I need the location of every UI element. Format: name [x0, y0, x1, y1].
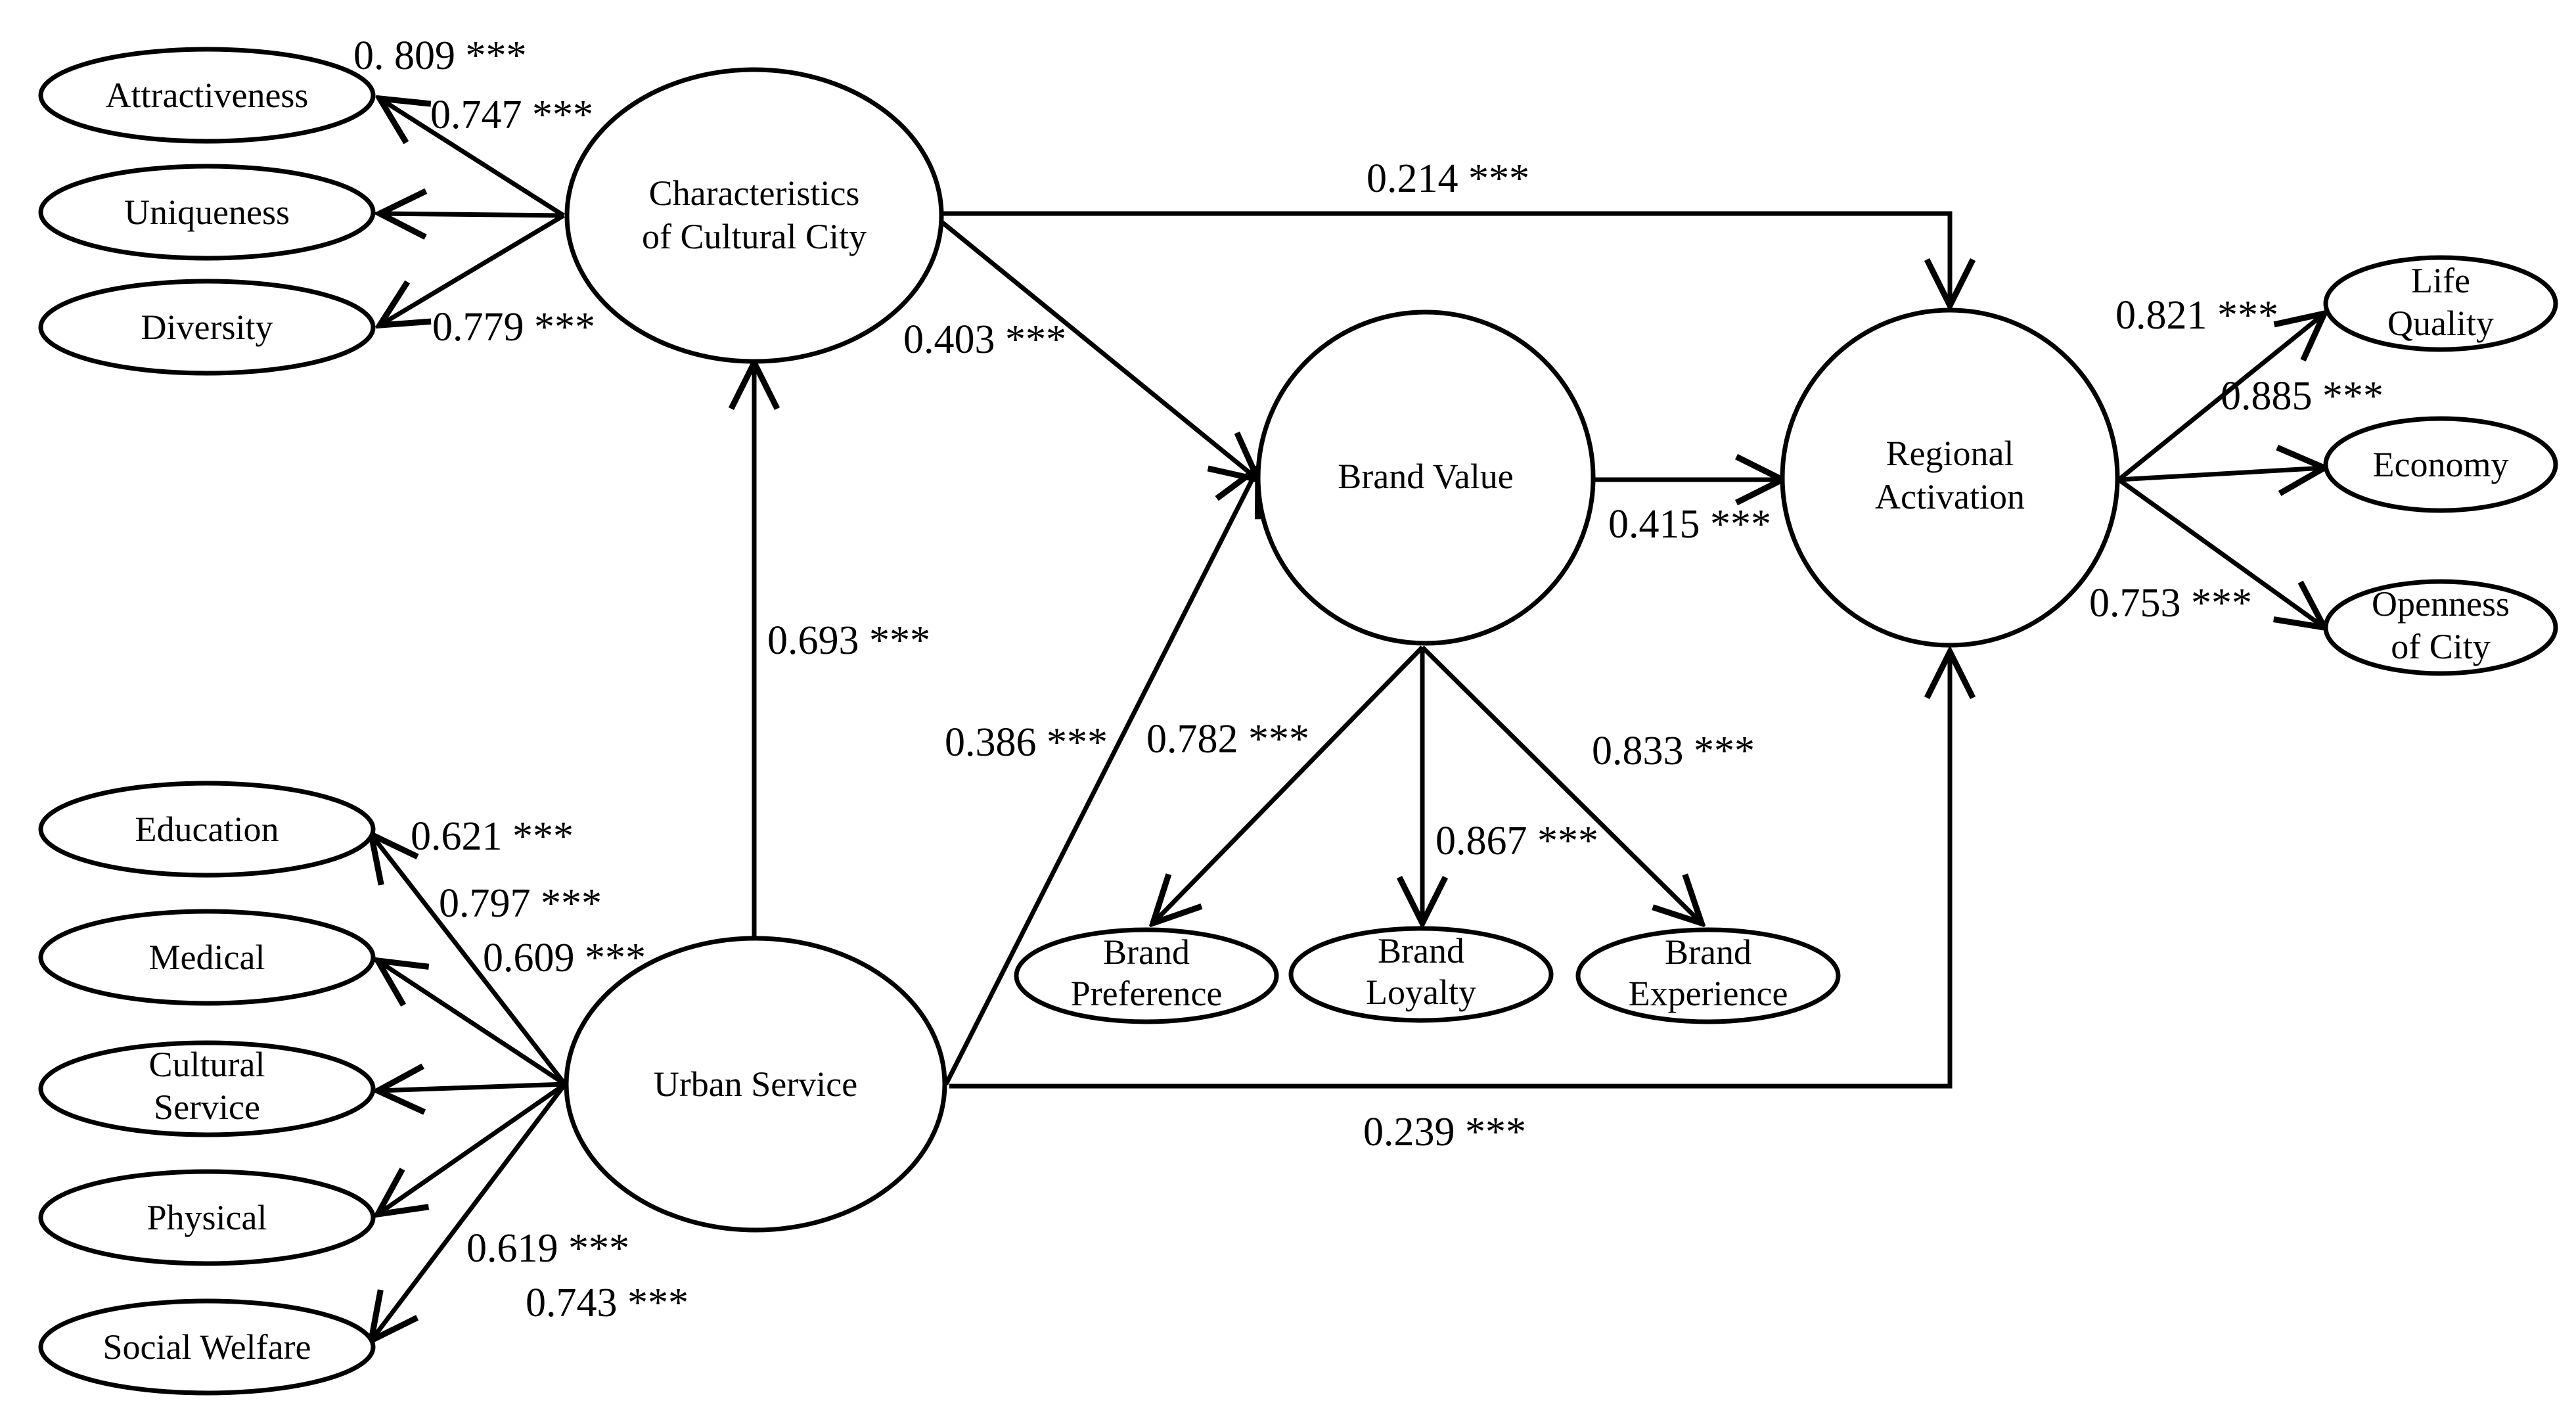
coef-char-to-regional: 0.214 *** — [1367, 156, 1529, 201]
indicator-brand-loyalty: Brand Loyalty — [1288, 926, 1554, 1023]
indicator-life-quality-line2: Quality — [2387, 304, 2494, 343]
indicator-brand-loyalty-line1: Brand — [1378, 931, 1464, 971]
coef-urban-to-regional: 0.239 *** — [1363, 1110, 1526, 1154]
coef-brand-to-regional: 0.415 *** — [1608, 502, 1771, 547]
construct-urban-service-label: Urban Service — [654, 1064, 857, 1104]
indicator-cultural-service: Cultural Service — [38, 1040, 376, 1137]
coef-openness: 0.753 *** — [2089, 581, 2252, 626]
coef-diversity: 0.779 *** — [432, 305, 595, 350]
coefficients: 0. 809 *** 0.747 *** 0.779 *** 0.214 ***… — [353, 34, 2384, 1325]
edge-urban-medical — [378, 961, 566, 1086]
edge-brand-experience — [1420, 645, 1702, 923]
indicator-medical-label: Medical — [149, 938, 265, 977]
construct-brand-value: Brand Value — [1255, 309, 1596, 646]
indicator-economy: Economy — [2323, 416, 2558, 513]
coef-economy: 0.885 *** — [2221, 374, 2384, 419]
edge-char-brand — [938, 218, 1258, 480]
coef-attractiveness: 0. 809 *** — [353, 34, 527, 78]
edge-urban-regional — [949, 652, 1950, 1089]
indicator-life-quality-line1: Life — [2411, 261, 2470, 300]
construct-characteristics: Characteristics of Cultural City — [564, 67, 944, 364]
indicator-economy-label: Economy — [2373, 445, 2509, 484]
indicator-openness-line2: of City — [2391, 627, 2491, 666]
indicator-life-quality: Life Quality — [2323, 255, 2558, 352]
coef-social-welfare: 0.743 *** — [526, 1281, 689, 1325]
indicator-education-label: Education — [135, 810, 279, 849]
coef-urban-to-char: 0.693 *** — [767, 618, 930, 663]
edges — [371, 99, 2324, 1340]
edge-regional-economy — [2118, 468, 2324, 480]
indicator-brand-experience-line1: Brand — [1665, 932, 1751, 972]
edge-regional-openness — [2117, 478, 2324, 628]
indicator-medical: Medical — [38, 909, 376, 1006]
coef-education: 0.621 *** — [411, 814, 574, 859]
coef-brand-preference: 0.782 *** — [1146, 717, 1309, 762]
edge-brand-preference — [1153, 645, 1424, 923]
indicator-cultural-service-line2: Service — [154, 1087, 260, 1127]
indicator-brand-experience: Brand Experience — [1575, 927, 1841, 1024]
indicator-social-welfare-label: Social Welfare — [102, 1327, 311, 1367]
edge-char-regional — [939, 211, 1950, 306]
construct-regional-activation: Regional Activation — [1780, 308, 2120, 648]
coef-brand-loyalty: 0.867 *** — [1435, 819, 1598, 863]
indicator-uniqueness-label: Uniqueness — [124, 193, 290, 232]
indicator-brand-preference: Brand Preference — [1014, 927, 1279, 1024]
edge-urban-education — [371, 834, 567, 1086]
coef-urban-to-brand: 0.386 *** — [945, 720, 1108, 765]
indicator-diversity-label: Diversity — [141, 308, 273, 347]
indicator-brand-preference-line1: Brand — [1103, 932, 1190, 972]
indicator-social-welfare: Social Welfare — [38, 1298, 376, 1396]
construct-characteristics-line1: Characteristics — [649, 173, 860, 213]
edge-char-uniqueness — [380, 214, 564, 216]
indicator-education: Education — [38, 781, 376, 878]
edge-regional-life — [2117, 313, 2324, 482]
construct-regional-line1: Regional — [1886, 434, 2014, 473]
indicator-attractiveness-label: Attractiveness — [106, 76, 309, 115]
edge-char-diversity — [380, 213, 565, 325]
indicator-uniqueness: Uniqueness — [38, 164, 376, 261]
construct-characteristics-line2: of Cultural City — [642, 217, 867, 256]
construct-regional-line2: Activation — [1875, 477, 2025, 516]
edge-char-attractiveness — [380, 99, 565, 217]
coef-uniqueness: 0.747 *** — [430, 93, 593, 137]
coef-char-to-brand: 0.403 *** — [903, 317, 1066, 362]
coef-brand-experience: 0.833 *** — [1592, 729, 1755, 773]
indicator-openness-of-city: Openness of City — [2323, 579, 2558, 676]
edge-urban-brand — [943, 468, 1258, 1085]
indicator-attractiveness: Attractiveness — [38, 47, 376, 144]
indicator-brand-experience-line2: Experience — [1629, 974, 1788, 1013]
coef-physical: 0.619 *** — [466, 1226, 629, 1271]
edge-urban-welfare — [371, 1082, 567, 1340]
construct-urban-service: Urban Service — [564, 936, 947, 1233]
coef-medical: 0.797 *** — [439, 881, 602, 926]
indicator-diversity: Diversity — [38, 279, 376, 376]
coef-cultural-service: 0.609 *** — [483, 936, 646, 980]
indicator-openness-line1: Openness — [2372, 584, 2510, 624]
indicator-brand-loyalty-line2: Loyalty — [1366, 972, 1476, 1012]
indicator-physical-label: Physical — [147, 1198, 267, 1237]
coef-life-quality: 0.821 *** — [2115, 293, 2278, 338]
indicator-cultural-service-line1: Cultural — [149, 1045, 265, 1084]
edge-urban-physical — [378, 1082, 566, 1214]
indicator-brand-preference-line2: Preference — [1071, 974, 1223, 1013]
indicator-physical: Physical — [38, 1169, 376, 1266]
construct-brand-value-label: Brand Value — [1338, 457, 1513, 496]
edge-urban-cultural — [378, 1084, 566, 1091]
